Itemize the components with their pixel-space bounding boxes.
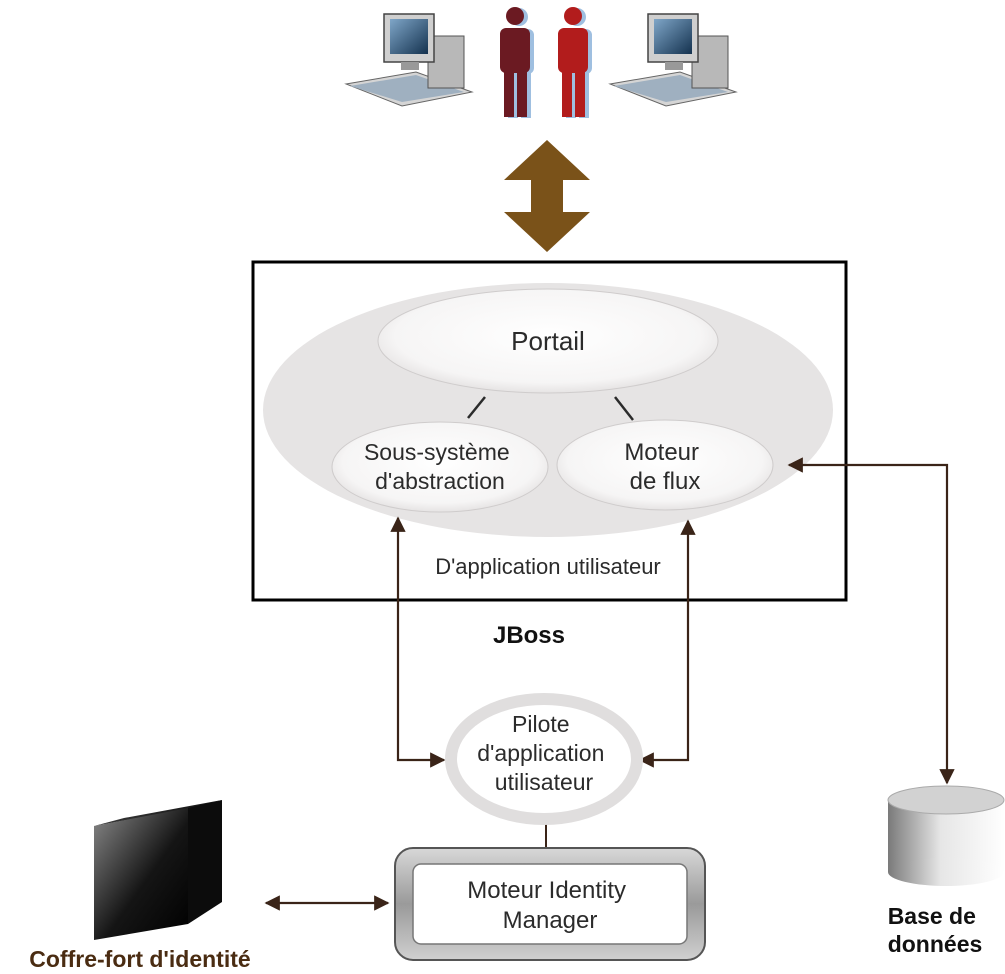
driver-label-line-2: d'application (477, 740, 604, 766)
computer-left-icon (344, 13, 474, 107)
driver-label: Pilote d'application utilisateur (477, 711, 611, 795)
workflow-driver-connector (638, 519, 696, 768)
workflow-label: Moteur de flux (624, 439, 705, 495)
user-left-icon (500, 7, 534, 118)
abstraction-label-line-1: Sous-système (364, 439, 510, 465)
engine-label-line-2: Manager (503, 907, 598, 934)
database-label: Base de données (888, 903, 983, 957)
abstraction-oval (331, 421, 549, 513)
driver-oval (445, 693, 643, 825)
workflow-database-connector (787, 457, 955, 785)
user-right-icon (558, 7, 592, 118)
jboss-label: JBoss (493, 622, 565, 649)
computer-right-icon (608, 13, 738, 107)
engine-label: Moteur Identity Manager (467, 877, 632, 934)
abstraction-label: Sous-système d'abstraction (364, 439, 516, 494)
workflow-oval (556, 419, 774, 511)
portal-abstraction-link (467, 396, 486, 419)
engine-inner (412, 863, 688, 945)
abstraction-driver-connector (390, 516, 446, 768)
database-cylinder-icon (887, 785, 1005, 886)
portal-label: Portail (511, 326, 585, 356)
workflow-label-line-2: de flux (630, 468, 701, 495)
user-app-label: D'application utilisateur (435, 554, 661, 579)
database-label-line-1: Base de (888, 903, 976, 929)
vault-cube-icon (94, 800, 222, 940)
workflow-label-line-1: Moteur (624, 439, 699, 466)
database-label-line-2: données (888, 931, 983, 957)
driver-label-line-1: Pilote (512, 711, 570, 737)
portal-oval (377, 288, 719, 394)
vault-label: Coffre-fort d'identité (29, 946, 250, 972)
double-arrow-icon (504, 140, 590, 252)
abstraction-label-line-2: d'abstraction (375, 468, 505, 494)
engine-label-line-1: Moteur Identity (467, 877, 626, 904)
driver-label-line-3: utilisateur (495, 769, 594, 795)
portal-workflow-link (614, 396, 634, 421)
